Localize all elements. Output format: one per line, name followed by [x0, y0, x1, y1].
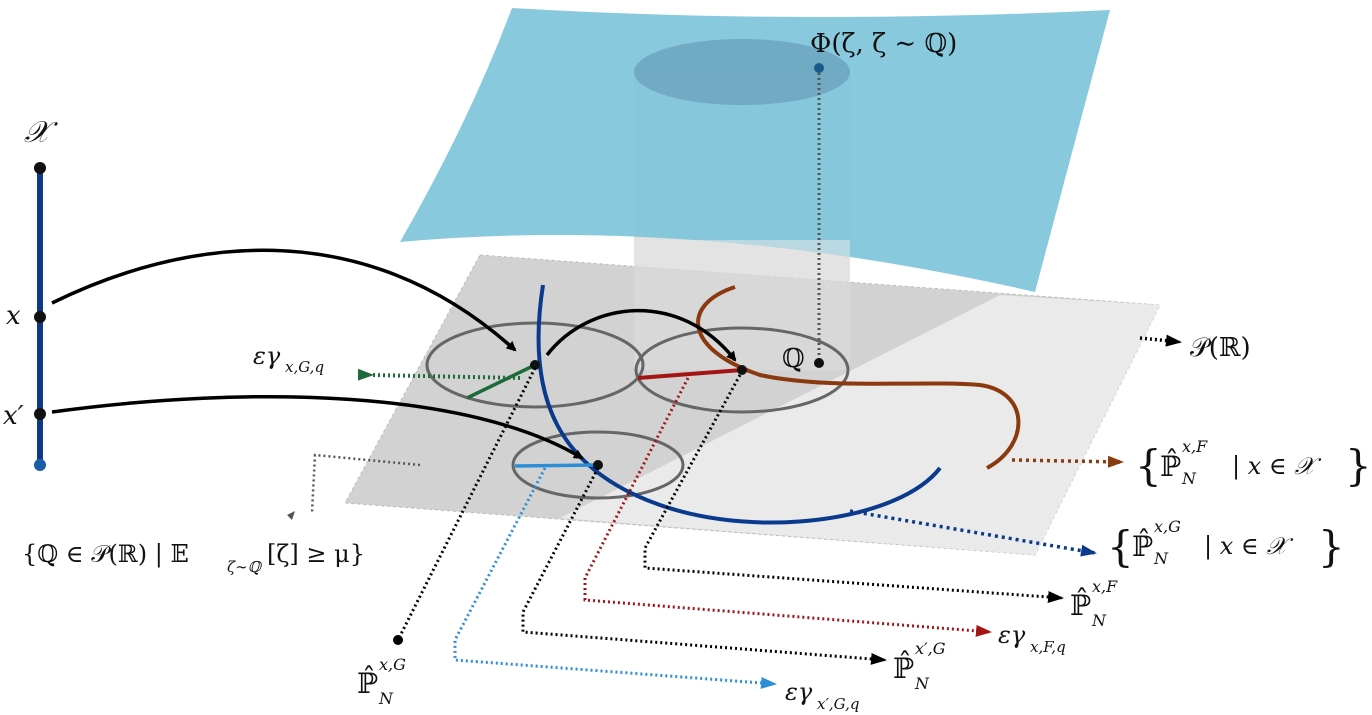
ambiguity-circle-xprimeG [511, 430, 685, 500]
svg-text:N: N [1153, 549, 1169, 568]
svg-text:N: N [378, 689, 394, 708]
arrow-eps-xFq [583, 377, 992, 637]
svg-text:ℙ̂: ℙ̂ [1160, 449, 1181, 483]
phi-surface [400, 8, 1110, 292]
axis-bottom-point [34, 459, 46, 471]
svg-text:ℙ̂: ℙ̂ [357, 666, 378, 700]
axis-top-point [34, 162, 46, 174]
svg-text:N: N [914, 674, 930, 693]
label-Q: ℚ [782, 344, 805, 374]
svg-text:εγ: εγ [253, 342, 281, 370]
label-p-xprimeG: ℙ̂ x′,G N [893, 639, 946, 693]
estimator-curve-G [536, 284, 942, 525]
map-arrow-G-to-F [545, 308, 737, 362]
arrow-p-xprimeG [521, 467, 887, 665]
label-x: x [6, 301, 21, 331]
svg-text:x,G: x,G [379, 655, 406, 674]
arrow-feasible-set [310, 453, 421, 513]
svg-text:ζ∼ℚ: ζ∼ℚ [227, 558, 263, 576]
label-set-G: { ℙ̂ x,G N | x ∈ 𝒳 } [1107, 517, 1345, 571]
svg-text:{: { [1135, 441, 1162, 490]
point-Q [814, 358, 824, 368]
svg-text:x,G,q: x,G,q [285, 358, 324, 376]
svg-text:N: N [1091, 611, 1107, 630]
point-p-xF [737, 365, 747, 375]
svg-text:εγ: εγ [785, 678, 813, 706]
svg-text:ℙ̂: ℙ̂ [893, 651, 914, 685]
svg-text:| x ∈ 𝒳: | x ∈ 𝒳 [1204, 532, 1294, 561]
svg-text:N: N [1181, 469, 1197, 488]
svg-text:x,F: x,F [1182, 437, 1208, 456]
svg-text:εγ: εγ [998, 621, 1026, 649]
label-p-xG: ℙ̂ x,G N [357, 655, 406, 708]
svg-text:x,G: x,G [1154, 517, 1181, 536]
svg-text:x,F,q: x,F,q [1030, 638, 1066, 656]
radius-xFq [637, 368, 743, 380]
map-arrow-xprime [51, 395, 584, 460]
svg-text:| x ∈ 𝒳: | x ∈ 𝒳 [1232, 452, 1322, 481]
phi-point [814, 63, 824, 73]
arrow-set-F [1011, 455, 1124, 468]
feasible-set-pointer [287, 511, 295, 520]
label-prob-space: 𝒫(ℝ) [1190, 333, 1251, 363]
map-arrow-x [51, 248, 517, 352]
arrow-p-xF [643, 374, 1064, 603]
label-p-xF: ℙ̂ x,F N [1070, 577, 1118, 630]
svg-text:{ℚ ∈ 𝒫(ℝ) | 𝔼: {ℚ ∈ 𝒫(ℝ) | 𝔼 [22, 540, 189, 569]
axis-point-x [34, 311, 46, 323]
svg-text:x′,G,q: x′,G,q [817, 695, 859, 713]
point-p-xprimeG [593, 460, 603, 470]
label-feasible-set: {ℚ ∈ 𝒫(ℝ) | 𝔼 ζ∼ℚ [ζ] ≥ μ} [22, 540, 365, 576]
axis-point-xprime [34, 408, 46, 420]
radius-xGq [466, 363, 536, 400]
label-eps-xGq: εγ x,G,q [253, 342, 324, 376]
arrow-prob-space [1139, 334, 1182, 347]
svg-text:x,F: x,F [1092, 577, 1118, 596]
svg-text:}: } [1318, 522, 1345, 571]
arrow-p-xG [396, 367, 537, 641]
svg-text:}: } [1345, 441, 1372, 490]
cylinder-lower [634, 240, 850, 370]
ambiguity-circle-xG [425, 321, 645, 409]
arrow-p-xG-head [393, 635, 403, 645]
svg-text:x′,G: x′,G [915, 639, 946, 658]
ambiguity-circle-xF [634, 326, 850, 414]
label-space-x: 𝒳 [24, 115, 58, 150]
feasible-set-region [560, 295, 1160, 555]
svg-text:ℙ̂: ℙ̂ [1070, 588, 1091, 622]
label-x-prime: x′ [3, 401, 24, 431]
radius-xprimeGq [514, 463, 599, 468]
point-p-xG [530, 360, 540, 370]
svg-text:ℙ̂: ℙ̂ [1132, 529, 1153, 563]
label-eps-xFq: εγ x,F,q [998, 621, 1066, 656]
label-set-F: { ℙ̂ x,F N | x ∈ 𝒳 } [1135, 437, 1372, 490]
cylinder-top [634, 39, 850, 105]
svg-text:[ζ] ≥ μ}: [ζ] ≥ μ} [267, 540, 365, 568]
svg-text:{: { [1107, 522, 1134, 571]
label-eps-xprimeGq: εγ x′,G,q [785, 678, 859, 713]
label-phi: Φ(ζ, ζ ∼ ℚ) [810, 29, 957, 59]
